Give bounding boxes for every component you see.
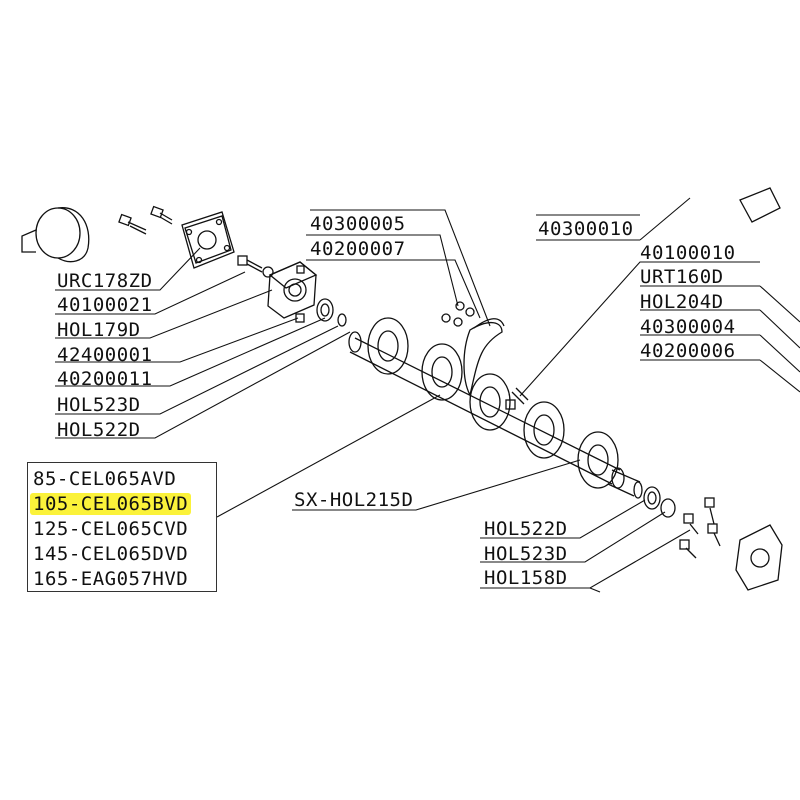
variant-row-105-highlighted: 105-CEL065BVD xyxy=(30,493,192,515)
variant-row-165: 165-EAG057HVD xyxy=(33,568,189,590)
spline-shaft-end xyxy=(607,469,643,499)
variant-row-125: 125-CEL065CVD xyxy=(33,518,189,540)
highlight-marker: 105-CEL065BVD xyxy=(30,493,192,515)
label-40100021: 40100021 xyxy=(57,294,153,316)
label-urc178zd: URC178ZD xyxy=(57,270,153,292)
seal-rings-right xyxy=(643,486,676,518)
bearing-housing-right xyxy=(735,524,783,591)
label-urt160d: URT160D xyxy=(640,266,724,288)
seal-rings-left xyxy=(316,298,347,327)
label-hol523d-right: HOL523D xyxy=(484,543,568,565)
label-hol204d: HOL204D xyxy=(640,291,724,313)
nut-group xyxy=(441,301,475,327)
label-40200006: 40200006 xyxy=(640,340,736,362)
label-40300010: 40300010 xyxy=(538,218,634,240)
variant-row-85: 85-CEL065AVD xyxy=(33,468,177,490)
label-sx-hol215d: SX-HOL215D xyxy=(294,489,414,511)
flange-plate xyxy=(181,211,235,269)
blade-flange-4 xyxy=(523,401,565,459)
bearing-housing-left xyxy=(267,261,318,323)
label-42400001: 42400001 xyxy=(57,344,153,366)
variant-row-145: 145-CEL065DVD xyxy=(33,543,189,565)
variant-table xyxy=(27,462,217,592)
blade-flange-2 xyxy=(421,343,463,401)
blade-flange-5 xyxy=(577,431,619,489)
blade-flange-3 xyxy=(469,373,511,431)
pto-cylinder xyxy=(21,207,90,263)
flail-blade xyxy=(463,318,505,397)
label-hol522d-right: HOL522D xyxy=(484,518,568,540)
label-40300005: 40300005 xyxy=(310,213,406,235)
label-hol523d-left: HOL523D xyxy=(57,394,141,416)
label-hol522d-left: HOL522D xyxy=(57,419,141,441)
partial-part-top-right xyxy=(739,187,781,223)
label-hol158d: HOL158D xyxy=(484,567,568,589)
label-40100010: 40100010 xyxy=(640,242,736,264)
bolt-group-right xyxy=(679,497,721,559)
label-40200011: 40200011 xyxy=(57,368,153,390)
leader-lines xyxy=(55,197,800,593)
bolt-group-top-left xyxy=(118,205,173,235)
label-40300004: 40300004 xyxy=(640,316,736,338)
rotor-shaft xyxy=(348,331,625,489)
bolt-left-bearing xyxy=(237,255,274,278)
label-hol179d: HOL179D xyxy=(57,319,141,341)
label-40200007: 40200007 xyxy=(310,238,406,260)
blade-flange-1 xyxy=(367,317,409,375)
